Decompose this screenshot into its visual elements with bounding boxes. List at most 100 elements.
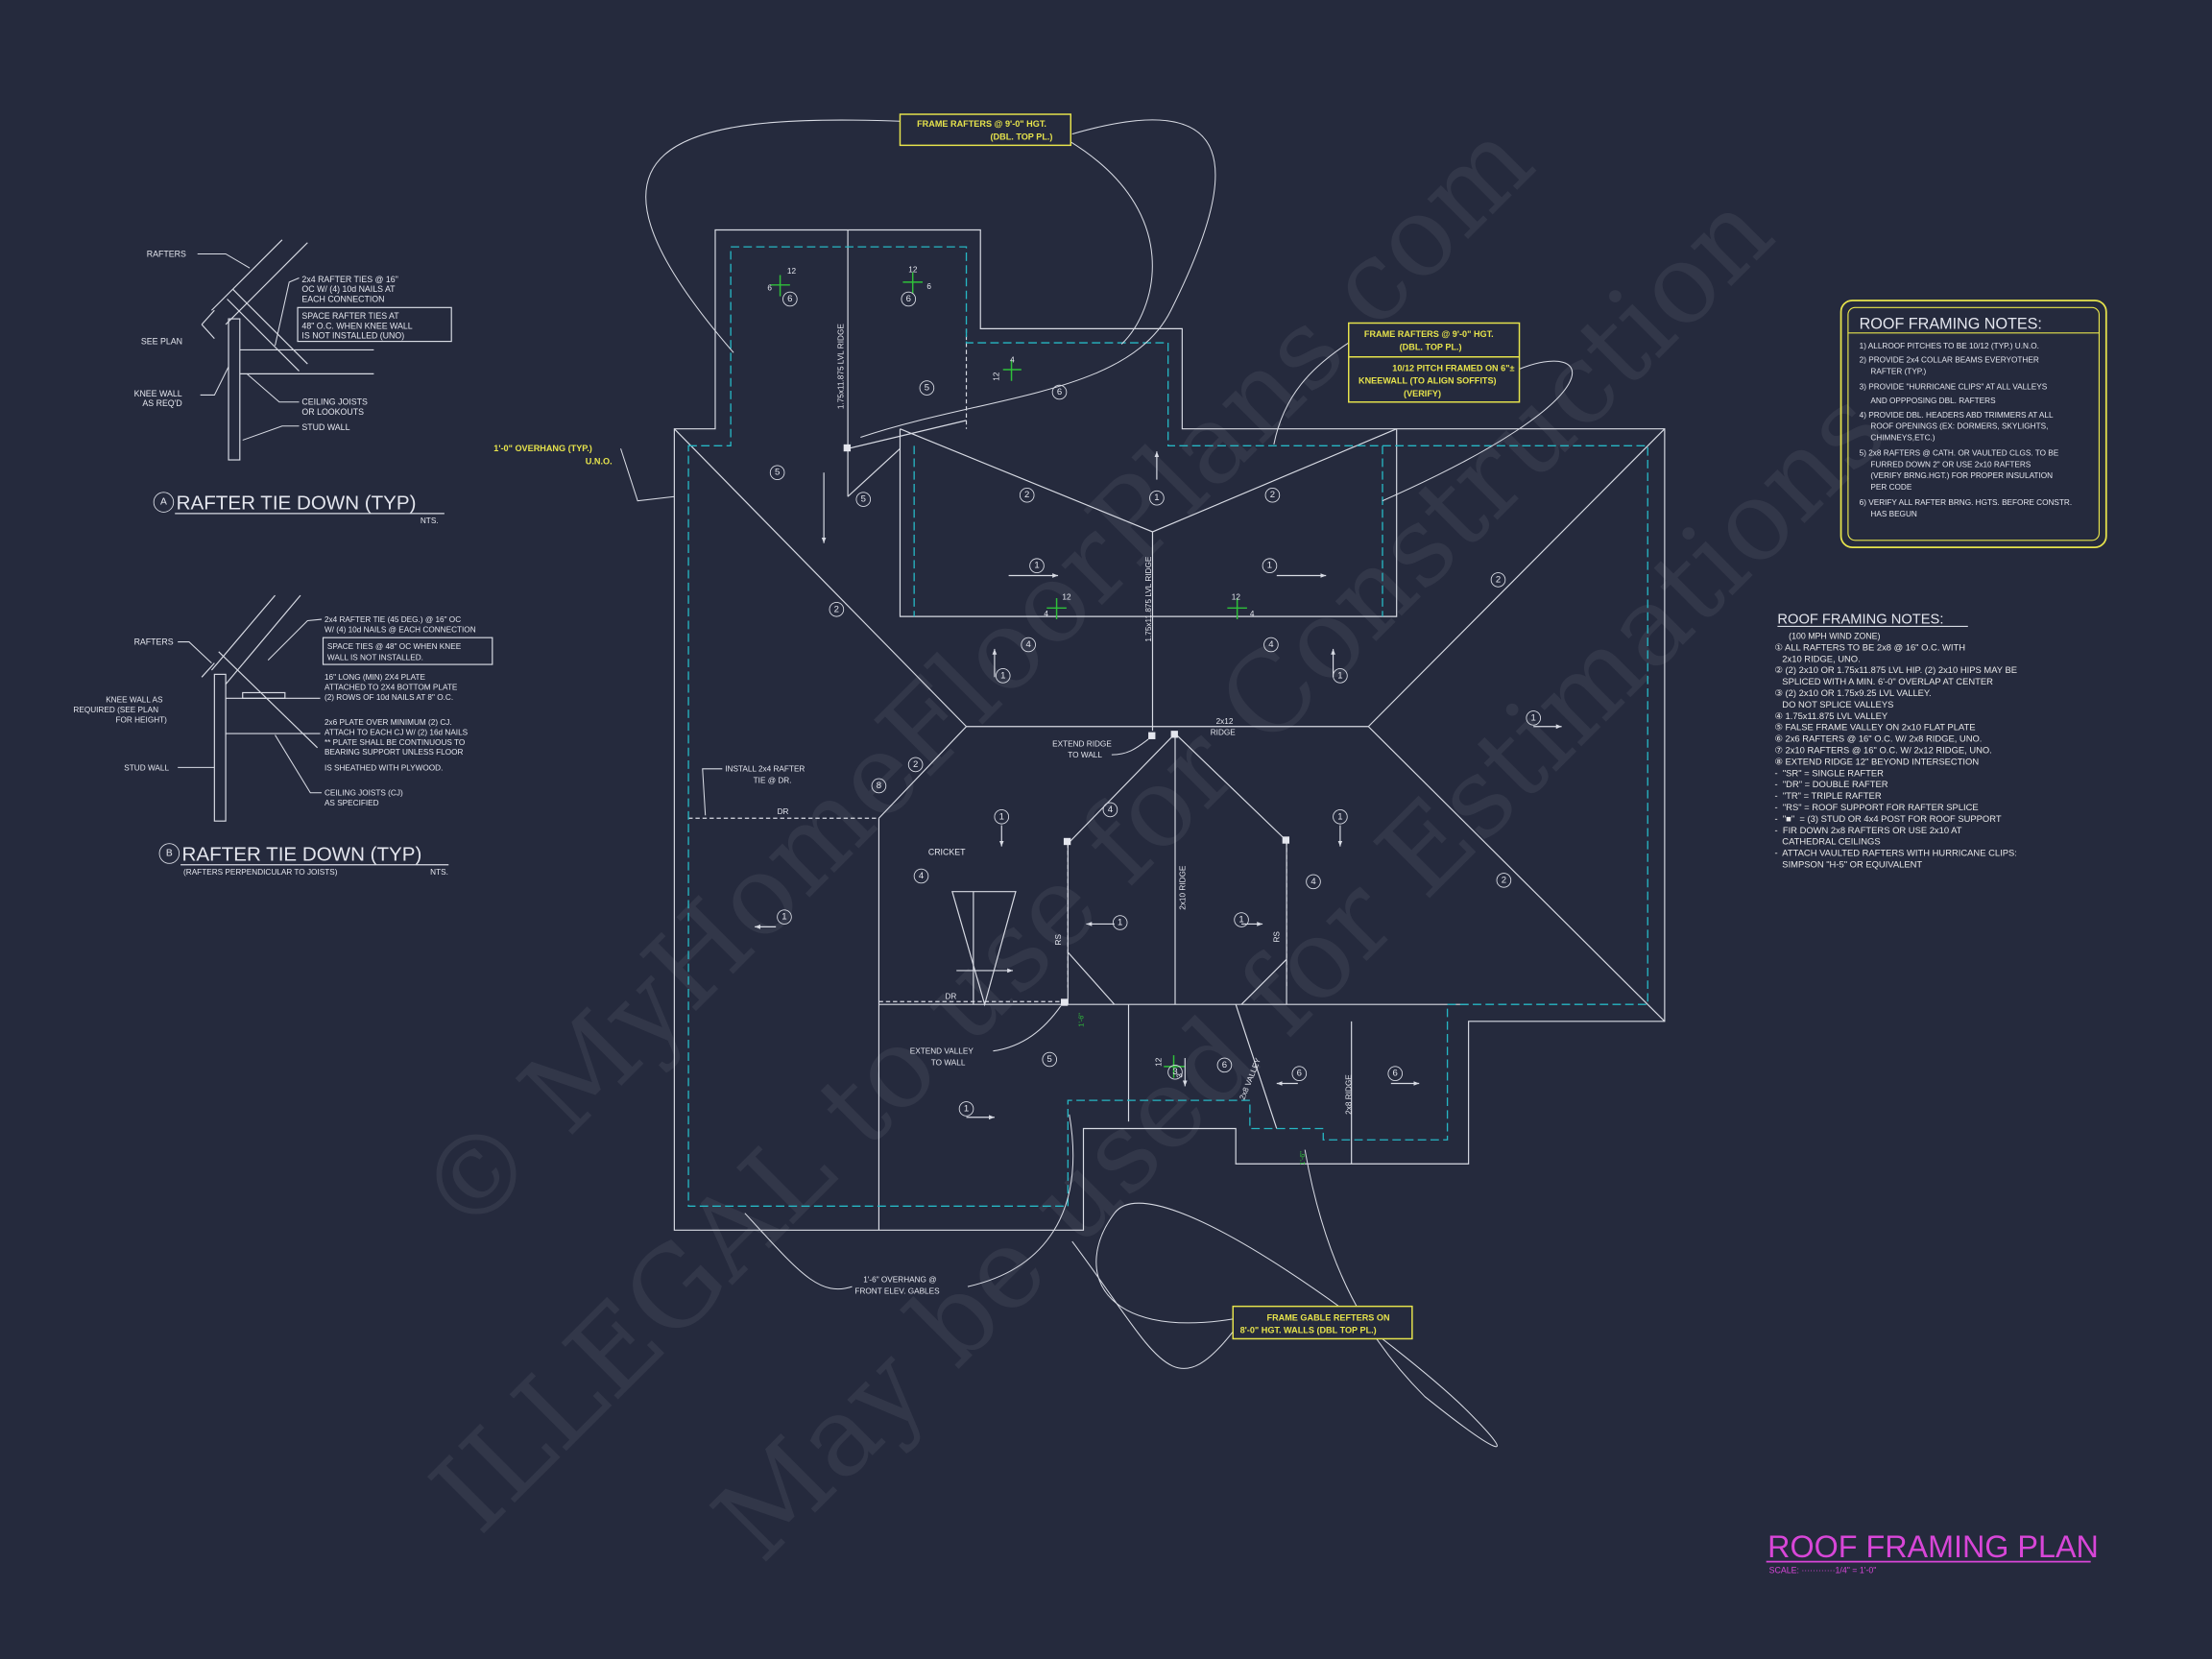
- svg-text:8'-0" HGT. WALLS (DBL TOP PL.): 8'-0" HGT. WALLS (DBL TOP PL.): [1240, 1326, 1377, 1335]
- notes-list-line: SIMPSON "H-5" OR EQUIVALENT: [1774, 859, 1922, 870]
- svg-text:FRAME GABLE REFTERS ON: FRAME GABLE REFTERS ON: [1267, 1312, 1390, 1322]
- svg-text:3: 3: [1175, 1073, 1184, 1078]
- label-2x12-ridge: 2x12: [1216, 717, 1234, 726]
- label-space: 48" O.C. WHEN KNEE WALL: [301, 321, 412, 330]
- label-dr: DR: [945, 992, 956, 1000]
- detail-b-nts: NTS.: [430, 868, 448, 877]
- callout-number: 1: [781, 912, 786, 923]
- notes-list-line: - ATTACH VAULTED RAFTERS WITH HURRICANE …: [1774, 848, 2016, 858]
- callout-circle: [871, 778, 887, 794]
- roof-framing-notes-list: ROOF FRAMING NOTES: (100 MPH WIND ZONE) …: [1774, 612, 2017, 869]
- label-plate6: ** PLATE SHALL BE CONTINUOUS TO: [325, 738, 465, 747]
- label-plate: 16" LONG (MIN) 2X4 PLATE: [325, 673, 426, 682]
- callout-marker: 6: [1216, 1057, 1233, 1073]
- notes-list-line: ⑥ 2x6 RAFTERS @ 16" O.C. W/ 2x8 RIDGE, U…: [1774, 733, 1982, 744]
- callout-circle: [782, 291, 798, 307]
- notes-box-line: 2) PROVIDE 2x4 COLLAR BEAMS EVERYOTHER: [1860, 356, 2039, 365]
- callout-number: 1: [1034, 561, 1039, 571]
- notes-list-line: ② (2) 2x10 OR 1.75x11.875 LVL HIP. (2) 2…: [1774, 664, 2017, 675]
- label-ties: OC W/ (4) 10d NAILS AT: [301, 284, 396, 294]
- callout-marker: 1: [1234, 912, 1249, 927]
- callout-circle: [829, 601, 845, 617]
- svg-text:6: 6: [926, 282, 931, 291]
- callout-circle: [1051, 384, 1068, 400]
- detail-b-title: RAFTER TIE DOWN (TYP): [182, 843, 422, 865]
- callout-number: 5: [925, 383, 929, 394]
- callout-circle: [994, 808, 1010, 825]
- callout-circle: [1021, 637, 1036, 653]
- callout-circle: [1216, 1057, 1233, 1073]
- notes-list-line: ⑤ FALSE FRAME VALLEY ON 2x10 FLAT PLATE: [1774, 722, 1975, 733]
- detail-marker-b-text: B: [166, 848, 173, 858]
- label-2x8-ridge: 2x8 RIDGE: [1345, 1074, 1354, 1115]
- callout-number: 6: [1222, 1060, 1227, 1070]
- svg-text:1'-0" OVERHANG (TYP.): 1'-0" OVERHANG (TYP.): [493, 444, 592, 453]
- label-extend-ridge: EXTEND RIDGE: [1052, 739, 1112, 748]
- label-ceiling-joists: AS SPECIFIED: [325, 799, 379, 807]
- label-stud-wall: STUD WALL: [301, 422, 349, 432]
- label-see-plan: SEE PLAN: [141, 337, 182, 347]
- label-stud-wall: STUD WALL: [124, 763, 169, 772]
- callout-marker: 1: [1112, 915, 1128, 930]
- callout-circle: [919, 380, 935, 396]
- callout-frame-gable: FRAME GABLE REFTERS ON 8'-0" HGT. WALLS …: [1232, 1305, 1413, 1340]
- label-plate6: 2x6 PLATE OVER MINIMUM (2) CJ.: [325, 718, 452, 727]
- drawing-title: ROOF FRAMING PLAN SCALE: ············1/4…: [1766, 1529, 2099, 1575]
- callout-number: 8: [877, 781, 881, 791]
- notes-box-line: 5) 2x8 RAFTERS @ CATH. OR VAULTED CLGS. …: [1860, 449, 2059, 458]
- notes-box-line: 4) PROVIDE DBL. HEADERS ABD TRIMMERS AT …: [1860, 411, 2054, 420]
- notes-list-line: ③ (2) 2x10 OR 1.75x9.25 LVL VALLEY.: [1774, 687, 1931, 698]
- callout-marker: 6: [1051, 384, 1068, 400]
- callout-circle: [1019, 487, 1035, 503]
- svg-text:4: 4: [1044, 610, 1048, 618]
- callout-marker: 8: [871, 778, 887, 794]
- callout-number: 1: [1531, 712, 1536, 723]
- label-plate: (2) ROWS OF 10d NAILS AT 8" O.C.: [325, 693, 453, 702]
- notes-box-line: (VERIFY BRNG.HGT.) FOR PROPER INSULATION: [1870, 471, 2053, 480]
- callout-circle: [1387, 1066, 1404, 1081]
- callout-circle: [1042, 1051, 1058, 1068]
- label-knee-wall: KNEE WALL AS: [106, 696, 163, 705]
- callout-number: 4: [919, 871, 925, 881]
- label-space: SPACE TIES @ 48" OC WHEN KNEE: [327, 642, 462, 651]
- label-front-overhang: FRONT ELEV. GABLES: [854, 1286, 940, 1295]
- callout-marker: 1: [994, 808, 1010, 825]
- callout-circle: [1102, 802, 1118, 818]
- callout-circle: [913, 868, 929, 884]
- callout-number: 6: [787, 294, 792, 304]
- label-plate6: IS SHEATHED WITH PLYWOOD.: [325, 763, 443, 772]
- callout-number: 1: [1267, 561, 1272, 571]
- callout-marker: 1: [995, 668, 1011, 684]
- svg-text:FRAME RAFTERS @ 9'-0" HGT.: FRAME RAFTERS @ 9'-0" HGT.: [917, 119, 1046, 129]
- callout-marker: 5: [1042, 1051, 1058, 1068]
- callout-marker: 1: [958, 1101, 974, 1117]
- detail-b-subtitle: (RAFTERS PERPENDICULAR TO JOISTS): [183, 868, 338, 877]
- callout-marker: 1: [1526, 710, 1542, 726]
- label-lvl-ridge: 1.75x11.875 LVL RIDGE: [1144, 556, 1153, 641]
- callout-circle: [1291, 1066, 1308, 1081]
- notes-box-line: RAFTER (TYP.): [1870, 367, 1926, 375]
- callout-circle: [1262, 558, 1278, 574]
- label-rafters: RAFTERS: [147, 249, 186, 258]
- detail-marker-a: [153, 492, 175, 513]
- callout-marker: 5: [769, 465, 785, 481]
- svg-text:12: 12: [1154, 1057, 1163, 1067]
- svg-text:4: 4: [1010, 356, 1015, 365]
- label-extend-valley: EXTEND VALLEY: [910, 1047, 974, 1056]
- callout-marker: 2: [829, 601, 845, 617]
- detail-a-title: RAFTER TIE DOWN (TYP): [177, 492, 417, 514]
- svg-text:6: 6: [767, 284, 772, 293]
- callout-circle: [1263, 637, 1279, 653]
- notes-box-line: HAS BEGUN: [1870, 510, 1916, 518]
- callout-circle: [1112, 915, 1128, 930]
- dimension-1-6: 1'-6": [1076, 1013, 1085, 1027]
- label-install-tie: INSTALL 2x4 RAFTER: [725, 765, 805, 774]
- callout-marker: 4: [1263, 637, 1279, 653]
- callout-circle: [1490, 572, 1506, 588]
- callout-marker: 1: [1029, 558, 1045, 574]
- callout-number: 2: [834, 604, 839, 614]
- callout-circle: [907, 757, 924, 773]
- notes-box-line: AND OPPPOSING DBL. RAFTERS: [1870, 397, 1996, 405]
- callout-marker: 4: [1021, 637, 1036, 653]
